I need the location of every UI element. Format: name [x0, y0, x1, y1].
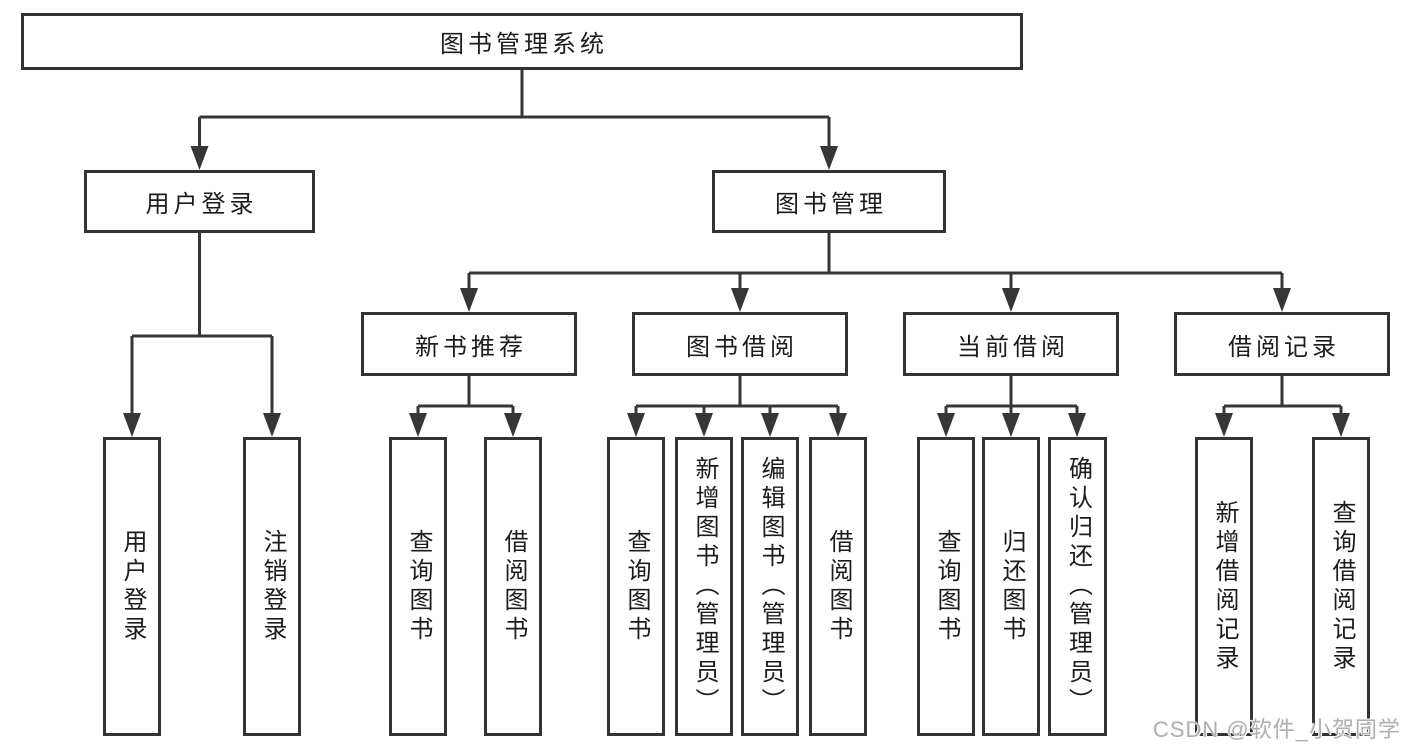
leaf-logout: 注销登录: [243, 437, 301, 736]
watermark-text: CSDN @软件_小贺同学: [1152, 717, 1401, 742]
node-book-management: 图书管理: [712, 170, 946, 233]
node-user-login: 用户登录: [84, 170, 315, 233]
node-current-borrowing: 当前借阅: [903, 312, 1119, 376]
leaf-return-books: 归还图书: [982, 437, 1040, 736]
leaf-borrow-books-recommend: 借阅图书: [484, 437, 542, 736]
leaf-query-books-current: 查询图书: [917, 437, 975, 736]
node-book-borrowing: 图书借阅: [632, 312, 848, 376]
leaf-query-books-recommend: 查询图书: [389, 437, 447, 736]
node-library-system: 图书管理系统: [21, 13, 1023, 70]
node-borrowing-records: 借阅记录: [1174, 312, 1390, 376]
leaf-user-login: 用户登录: [103, 437, 161, 736]
leaf-query-books-borrowing: 查询图书: [607, 437, 665, 736]
leaf-add-borrow-record: 新增借阅记录: [1195, 437, 1253, 736]
leaf-edit-books-admin: 编辑图书（管理员）: [741, 437, 799, 736]
leaf-add-books-admin: 新增图书（管理员）: [675, 437, 733, 736]
leaf-borrow-books-borrowing: 借阅图书: [809, 437, 867, 736]
leaf-confirm-return-admin: 确认归还（管理员）: [1048, 437, 1107, 736]
leaf-query-borrow-record: 查询借阅记录: [1312, 437, 1370, 736]
node-new-book-recommend: 新书推荐: [361, 312, 577, 376]
